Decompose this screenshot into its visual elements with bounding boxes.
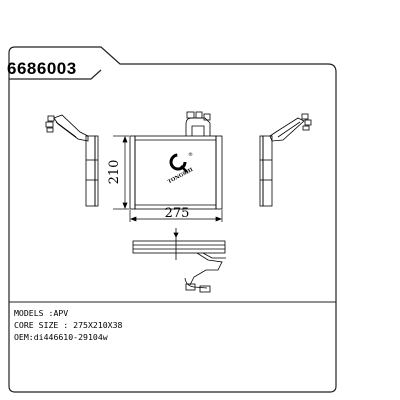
spec-block: MODELS :APV CORE SIZE : 275X210X38 OEM:d… [14, 307, 354, 343]
bottom-view [132, 228, 226, 293]
brand-logo: TONGSHI ® [167, 151, 195, 185]
width-dimension [129, 210, 223, 222]
front-view-core [129, 111, 223, 210]
side-view-left [45, 114, 99, 207]
height-dimension [113, 135, 129, 210]
spec-separator: : [28, 332, 34, 342]
spec-row-core-size: CORE SIZE : 275X210X38 [14, 319, 354, 331]
logo-tail-icon [180, 165, 188, 173]
spec-label: MODELS [14, 308, 44, 318]
side-view-right [259, 113, 312, 207]
frame-outline [8, 46, 337, 393]
part-code-label: 6686003 [7, 59, 77, 78]
spec-label: OEM [14, 332, 29, 342]
spec-separator: : [43, 308, 54, 318]
registered-mark: ® [188, 151, 193, 158]
spec-row-models: MODELS :APV [14, 307, 354, 319]
spec-label: CORE SIZE [14, 320, 59, 330]
logo-swoosh-icon [169, 153, 187, 171]
spec-separator: : [58, 320, 74, 330]
spec-value: di446610-29104w [33, 332, 108, 342]
title-tab-underline [9, 69, 102, 80]
core-width-label: 275 [165, 206, 190, 221]
spec-value: APV [53, 308, 69, 318]
spec-row-oem: OEM:di446610-29104w [14, 331, 354, 343]
core-height-label: 210 [107, 160, 122, 185]
spec-value: 275X210X38 [73, 320, 123, 330]
